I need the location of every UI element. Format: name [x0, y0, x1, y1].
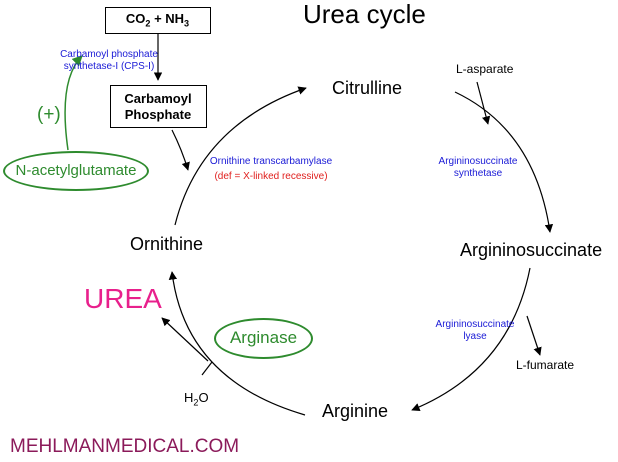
- citrulline-label: Citrulline: [332, 78, 403, 98]
- arrow-to-urea: [161, 317, 209, 362]
- enzyme-cps1: Carbamoyl phosphate synthetase-I (CPS-I): [60, 49, 158, 72]
- arginase-oval: Arginase: [214, 318, 313, 359]
- co2-nh3-label: CO2 + NH3: [125, 11, 190, 29]
- ornithine-label: Ornithine: [130, 234, 204, 254]
- n-acetylglutamate-label: N-acetylglutamate: [15, 162, 137, 179]
- page-title: Urea cycle: [303, 0, 426, 29]
- arginine-label: Arginine: [322, 401, 389, 421]
- carbamoyl-phosphate-box: Carbamoyl Phosphate: [110, 85, 207, 128]
- aspartate-label: L-asparate: [456, 62, 514, 76]
- arrow-carbamoyl-to-cycle: [171, 129, 190, 171]
- carbamoyl-phosphate-label: Carbamoyl Phosphate: [124, 91, 192, 123]
- water-label: H2O: [184, 390, 209, 408]
- activation-sign: (+): [37, 104, 61, 125]
- argininosuccinate-label: Argininosuccinate: [460, 240, 603, 260]
- arginase-label: Arginase: [229, 328, 298, 347]
- n-acetylglutamate-oval: N-acetylglutamate: [3, 151, 149, 191]
- fumarate-label: L-fumarate: [516, 358, 575, 372]
- enzyme-otc: Ornithine transcarbamylase: [209, 156, 333, 167]
- enzyme-argininosuccinate-synthetase: Argininosuccinate synthetase: [438, 156, 518, 179]
- enzyme-argininosuccinate-lyase: Argininosuccinate lyase: [435, 319, 515, 342]
- arrow-citrulline-to-argininosuccinate: [454, 91, 554, 233]
- arrow-ornithine-to-citrulline: [174, 86, 307, 226]
- co2-nh3-box: CO2 + NH3: [105, 7, 211, 34]
- arrow-water-in: [201, 361, 213, 376]
- footer-watermark: MEHLMANMEDICAL.COM: [10, 436, 240, 457]
- arrow-fumarate-out: [526, 315, 542, 356]
- otc-deficiency-note: (def = X-linked recessive): [214, 171, 328, 182]
- urea-label: UREA: [84, 283, 162, 314]
- arrow-aspartate-in: [476, 81, 491, 125]
- arrow-argininosuccinate-to-arginine: [411, 267, 531, 412]
- arrow-arginine-to-ornithine: [168, 271, 306, 416]
- arrow-activator: [64, 55, 83, 151]
